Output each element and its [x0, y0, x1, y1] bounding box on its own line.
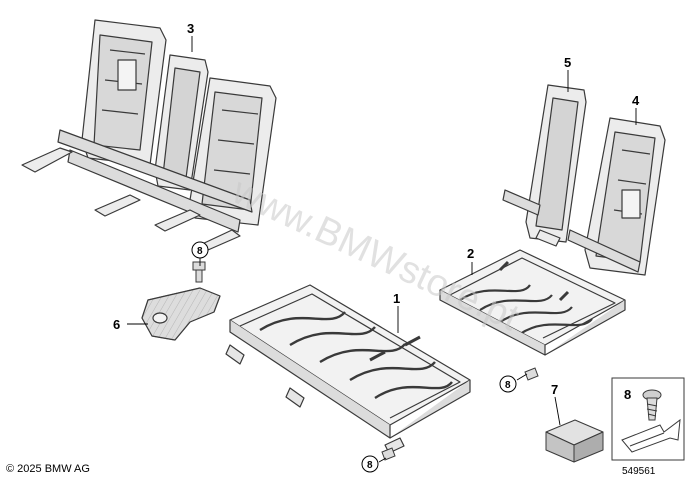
callout-circle-8c: 8 — [361, 455, 379, 473]
part-3-backrest-frame-left[interactable] — [21, 19, 277, 251]
part-5-backrest-frame-narrow[interactable] — [502, 84, 587, 247]
part-6-side-trim[interactable] — [141, 287, 221, 341]
svg-text:8: 8 — [367, 460, 373, 471]
callout-1: 1 — [393, 291, 400, 306]
part-1-seat-frame-left[interactable] — [225, 284, 471, 454]
callout-4: 4 — [632, 93, 640, 108]
callout-7: 7 — [551, 382, 558, 397]
leader-lines — [127, 36, 637, 463]
legend-box-8 — [611, 377, 685, 461]
screw-near-8c[interactable] — [381, 447, 396, 461]
svg-text:8: 8 — [505, 380, 511, 391]
svg-text:8: 8 — [197, 246, 203, 257]
part-2-seat-frame-right[interactable] — [439, 249, 626, 356]
diagram-number: 549561 — [622, 466, 656, 477]
callout-6: 6 — [113, 317, 120, 332]
callout-2: 2 — [467, 246, 474, 261]
screw-icon — [642, 389, 662, 421]
callout-circle-8b: 8 — [499, 375, 517, 393]
copyright-text: © 2025 BMW AG — [6, 463, 90, 475]
part-4-backrest-frame-right[interactable] — [567, 117, 666, 276]
callout-circle-8a: 8 — [191, 241, 209, 259]
part-7-small-parts-box[interactable] — [545, 419, 604, 463]
callout-3: 3 — [187, 21, 194, 36]
screw-near-8b[interactable] — [524, 367, 539, 381]
screw-near-8a[interactable] — [192, 261, 206, 283]
callout-8-legend: 8 — [624, 387, 631, 402]
callout-5: 5 — [564, 55, 571, 70]
